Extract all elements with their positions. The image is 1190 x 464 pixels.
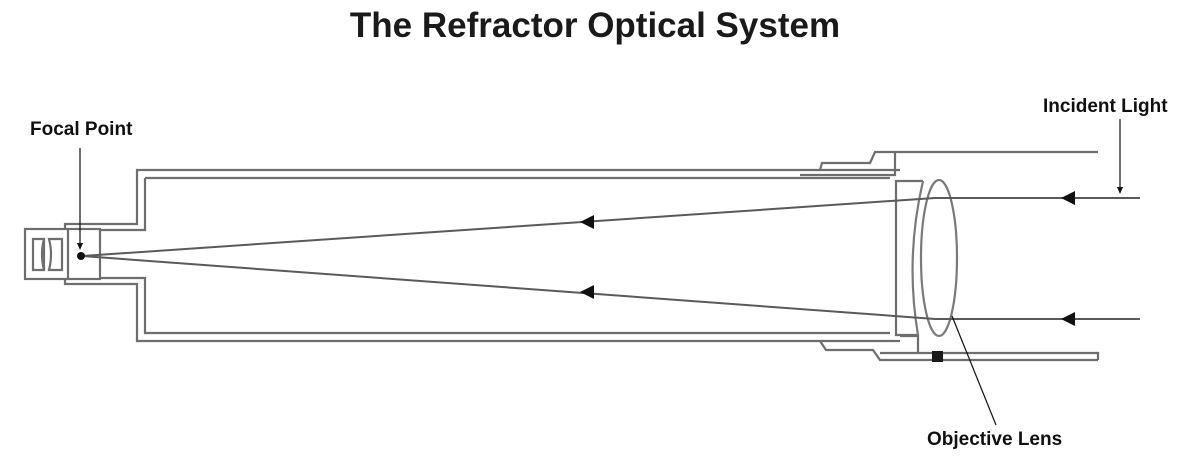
- eyepiece-lens-2: [47, 237, 64, 272]
- light-ray-lower: [81, 255, 1140, 326]
- lens-cell-frame: [894, 179, 923, 337]
- dew-shield-top-outer: [818, 150, 1098, 171]
- dew-shield-bottom-step: [900, 334, 920, 353]
- focuser-top-outer: [63, 168, 900, 229]
- light-ray-upper: [81, 191, 1140, 257]
- focuser-bottom-outer: [63, 279, 900, 343]
- focal-point-label: Focal Point: [30, 119, 133, 140]
- dew-shield-top: [800, 150, 1098, 177]
- dew-shield-bottom-outer: [819, 340, 1098, 362]
- arrow-left-icon: [1061, 191, 1075, 205]
- objective-lens-pointer: [951, 315, 997, 426]
- refracted-ray-upper: [81, 197, 936, 257]
- objective-lens: [919, 178, 959, 338]
- dew-shield-bottom-inner: [880, 351, 1100, 360]
- incident-light-label: Incident Light: [1043, 96, 1168, 117]
- focal-point-pointer: [77, 148, 83, 250]
- focal-point-dot: [77, 252, 85, 260]
- lens-cell-screw: [932, 351, 943, 362]
- focuser: [63, 168, 900, 343]
- arrow-left-icon: [580, 215, 594, 229]
- diagram-title: The Refractor Optical System: [349, 6, 841, 45]
- arrow-left-icon: [580, 285, 594, 299]
- focuser-top-inner: [100, 178, 147, 232]
- focuser-bottom-inner: [100, 276, 890, 335]
- dew-shield-top-step: [800, 152, 897, 177]
- incident-light-pointer: [1117, 119, 1123, 194]
- arrow-left-icon: [1061, 312, 1075, 326]
- eyepiece-lens-curve: [40, 238, 46, 271]
- objective-lens-label: Objective Lens: [927, 429, 1063, 450]
- refracted-ray-lower: [81, 255, 936, 320]
- eyepiece: [23, 227, 102, 281]
